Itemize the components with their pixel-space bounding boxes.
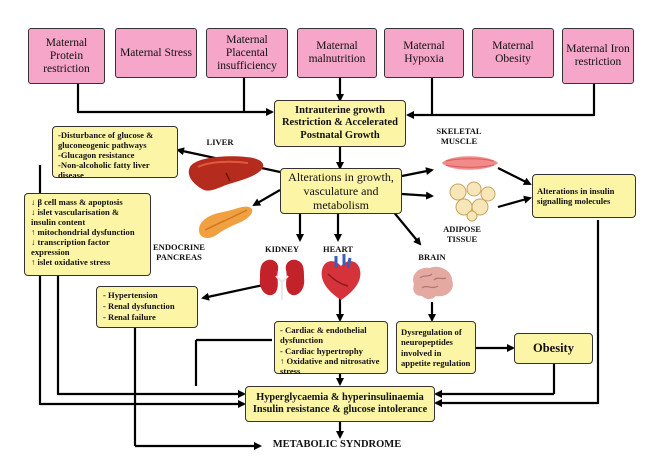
cause-obesity: Maternal Obesity — [472, 28, 554, 78]
kidney-label: KIDNEY — [264, 244, 299, 254]
liver-effects-box: -Disturbance of glucose & gluconeogenic … — [52, 126, 178, 180]
pancreas-effect-5: ↑ islet oxidative stress — [31, 257, 111, 267]
heart-label: HEART — [323, 244, 353, 254]
heart-effect-3: ↑ Oxidative and nitrosative stress — [280, 355, 380, 377]
heart-effect-1: - Cardiac & endothelial dysfunction — [280, 325, 367, 346]
kidney-icon — [259, 259, 305, 300]
heart-effects-box: - Cardiac & endothelial dysfunction - Ca… — [274, 321, 388, 377]
metabolic-syndrome-label: METABOLIC SYNDROME — [272, 439, 402, 450]
cause-iron-restriction: Maternal Iron restriction — [562, 28, 634, 84]
liver-effect-2: -Glucagon resistance — [58, 150, 135, 160]
obesity-box: Obesity — [514, 333, 593, 364]
kidney-effect-3: - Renal failure — [103, 312, 156, 322]
pancreas-effects-box: ↓ β cell mass & apoptosis ↓ islet vascul… — [24, 193, 151, 276]
brain-label: BRAIN — [418, 252, 446, 262]
pancreas-effect-3: ↑ mitochondrial dysfunction — [31, 227, 135, 237]
hyperglycaemia-box: Hyperglycaemia & hyperinsulinaemia Insul… — [245, 386, 435, 422]
heart-icon — [321, 254, 361, 300]
skeletal-muscle-icon — [442, 156, 498, 170]
liver-effect-3: -Non-alcoholic fatty liver disease — [58, 160, 150, 180]
adipose-tissue-icon — [449, 181, 496, 222]
cause-malnutrition: Maternal malnutrition — [297, 28, 377, 78]
liver-label: LIVER — [206, 137, 234, 147]
intrauterine-growth-box: Intrauterine growth Restriction & Accele… — [274, 100, 406, 147]
cause-stress: Maternal Stress — [115, 28, 197, 78]
cause-protein-restriction: Maternal Protein restriction — [28, 28, 105, 84]
adipose-tissue-label: ADIPOSE TISSUE — [443, 224, 481, 244]
kidney-effect-2: - Renal dysfunction — [103, 301, 175, 311]
skeletal-muscle-label: SKELETAL MUSCLE — [436, 126, 482, 146]
pancreas-effect-2: ↓ islet vascularisation & insulin conten… — [31, 207, 120, 227]
insulin-signalling-box: Alterations in insulin signalling molecu… — [532, 174, 636, 218]
kidney-effects-box: - Hypertension - Renal dysfunction - Ren… — [96, 286, 198, 328]
pancreas-effect-4: ↓ transcription factor expression — [31, 237, 110, 257]
brain-icon — [413, 266, 453, 299]
cause-placental-insufficiency: Maternal Placental insufficiency — [206, 28, 288, 78]
brain-effects-box: Dysregulation of neuropeptides involved … — [396, 321, 476, 374]
endocrine-pancreas-label: ENDOCRINE PANCREAS — [153, 242, 205, 262]
cause-hypoxia: Maternal Hypoxia — [384, 28, 464, 78]
alterations-box: Alterations in growth, vasculature and m… — [280, 168, 402, 214]
liver-icon — [188, 156, 264, 191]
kidney-effect-1: - Hypertension — [103, 290, 158, 300]
heart-effect-2: - Cardiac hypertrophy — [280, 345, 363, 356]
liver-effect-1: -Disturbance of glucose & gluconeogenic … — [58, 130, 154, 150]
pancreas-icon — [199, 206, 253, 238]
pancreas-effect-1: ↓ β cell mass & apoptosis — [31, 197, 123, 207]
